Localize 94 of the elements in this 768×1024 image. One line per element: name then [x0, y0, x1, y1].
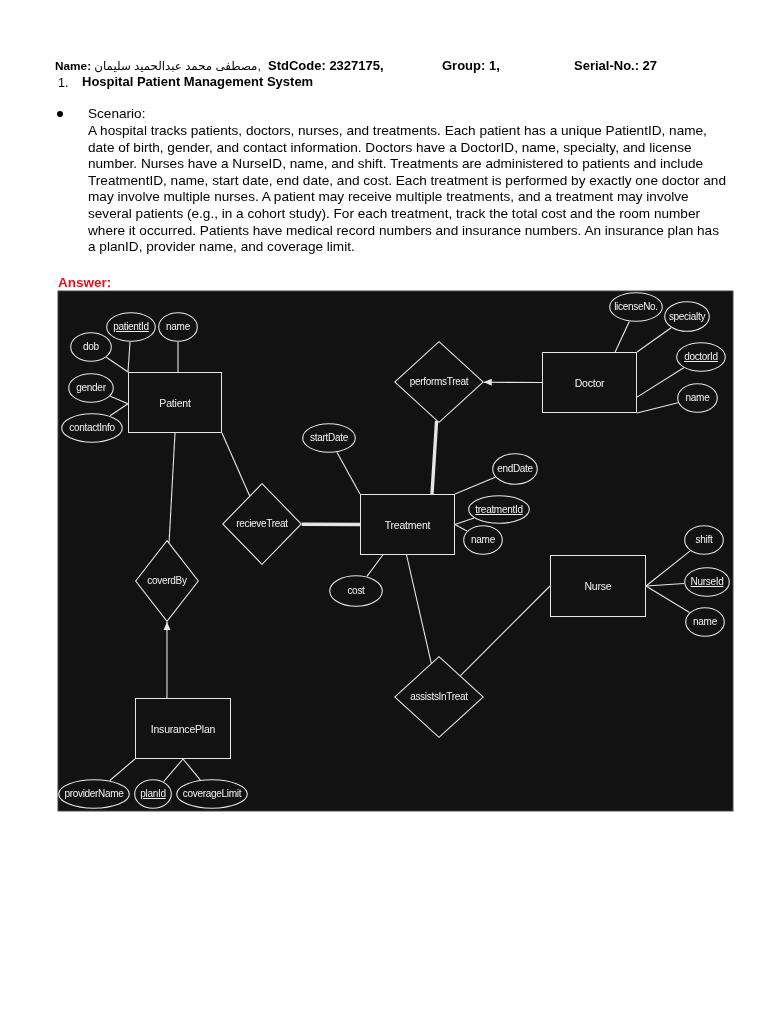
scenario-paragraph: A hospital tracks patients, doctors, nurses, and treatments. Each patient has a unique PatientID, name, date of birth, gender, and contact information. Doctors have a DoctorID, name, specialty, and license number. Nurses have a NurseID, name, and shift. Treatments are administered to patients and include TreatmentID, name, start date, end date, and cost. Each treatment is performed by exactly one doctor and may involve multiple nurses. A patient may receive multiple treatments, and a treatment may involve several patients (e.g., in a cohort study). For each treatment, track the total cost and the room number where it occurred. Patients have medical record numbers and insurance numbers. An insurance plan has a planID, provider name, and coverage limit.	[88, 123, 727, 256]
entity-name: Treatment	[384, 518, 431, 531]
attribute-ellipse	[492, 453, 538, 485]
attribute-name: patientId	[113, 321, 149, 333]
entity-name: Patient	[159, 396, 191, 409]
entity-name: Nurse	[584, 580, 612, 592]
entity-box	[128, 372, 222, 433]
connector-line	[645, 585, 691, 614]
attribute-name: gender	[76, 382, 106, 394]
attribute-name: planId	[140, 788, 166, 800]
attribute-name: endDate	[497, 463, 533, 475]
relationship-diamond	[394, 341, 484, 423]
attribute-ellipse	[468, 495, 530, 524]
relationship-diamond	[394, 656, 484, 738]
relationship-name: assistsInTreat	[410, 691, 468, 703]
serial-number: Serial-No.: 27	[574, 58, 658, 74]
arrow	[483, 378, 543, 386]
entity-name: Doctor	[574, 376, 605, 389]
connector-line	[614, 320, 630, 353]
attribute-ellipse	[463, 525, 503, 555]
attribute-ellipse	[106, 312, 156, 342]
connector-line	[168, 432, 176, 544]
entity-name: InsurancePlan	[150, 722, 216, 735]
relationship-name: coverdBy	[147, 575, 187, 587]
connector-line	[105, 356, 129, 373]
attribute-name: name	[685, 392, 710, 404]
attribute-ellipse	[609, 292, 663, 322]
connector-line	[163, 758, 184, 783]
attribute-name: NurseId	[690, 576, 724, 588]
attribute-ellipse	[61, 413, 123, 443]
connector-line	[454, 517, 475, 526]
connector-line	[459, 585, 551, 677]
relationship-diamond	[135, 540, 199, 622]
connector-line	[182, 758, 201, 781]
attribute-name: startDate	[310, 432, 348, 444]
attribute-ellipse	[676, 342, 726, 372]
connector-line	[454, 523, 468, 532]
attribute-name: licenseNo.	[614, 301, 658, 313]
attribute-name: treatmentId	[475, 503, 523, 516]
attribute-name: name	[471, 534, 495, 546]
connector-line	[636, 402, 679, 414]
attribute-ellipse	[134, 779, 172, 809]
entity-box	[135, 698, 231, 759]
section-heading: Scenario:	[88, 106, 146, 123]
connector-line	[645, 550, 691, 587]
connector-line	[221, 432, 251, 497]
attribute-name: cost	[347, 585, 365, 597]
connector-line	[366, 554, 384, 577]
attribute-name: providerName	[64, 788, 124, 800]
connector-line	[109, 758, 136, 782]
relationship-name: recieveTreat	[236, 518, 288, 530]
attribute-ellipse	[70, 332, 112, 362]
attribute-name: name	[166, 321, 190, 333]
attribute-ellipse	[329, 575, 383, 607]
entity-box	[550, 555, 646, 617]
connector-line	[636, 327, 672, 353]
entity-box	[542, 352, 637, 413]
connector-line	[109, 395, 129, 405]
connector-line	[109, 403, 129, 417]
connector-line	[645, 582, 685, 587]
attribute-name: name	[693, 616, 717, 628]
relationship-name: performsTreat	[409, 376, 469, 388]
attribute-ellipse	[176, 779, 248, 809]
answer-heading: Answer:	[58, 275, 112, 291]
attribute-name: specialty	[668, 310, 706, 323]
thick-line	[301, 522, 360, 527]
entity-box	[360, 494, 455, 555]
connector-line	[636, 367, 685, 398]
arrow	[163, 621, 171, 699]
attribute-ellipse	[58, 779, 130, 809]
student-code: StdCode: 2327175,	[268, 58, 384, 74]
attribute-ellipse	[677, 383, 718, 413]
attribute-name: coverageLimit	[182, 788, 242, 800]
attribute-name: shift	[695, 534, 713, 546]
connector-line	[177, 341, 179, 373]
attribute-ellipse	[664, 301, 710, 332]
thick-line	[430, 420, 439, 495]
attribute-ellipse	[302, 423, 356, 453]
connector-line	[127, 341, 131, 373]
connector-line	[454, 476, 496, 495]
connector-line	[336, 451, 361, 495]
group-number: Group: 1,	[442, 58, 500, 74]
attribute-ellipse	[158, 312, 198, 342]
list-number: 1.	[58, 75, 69, 91]
connector-line	[406, 554, 432, 664]
attribute-name: doctorId	[684, 351, 718, 363]
attribute-name: contactInfo	[69, 422, 115, 434]
attribute-name: dob	[83, 341, 99, 353]
page-title: Hospital Patient Management System	[82, 74, 314, 90]
relationship-diamond	[222, 483, 302, 565]
attribute-ellipse	[68, 373, 114, 403]
attribute-ellipse	[684, 525, 724, 555]
attribute-ellipse	[684, 567, 730, 597]
attribute-ellipse	[685, 607, 725, 637]
